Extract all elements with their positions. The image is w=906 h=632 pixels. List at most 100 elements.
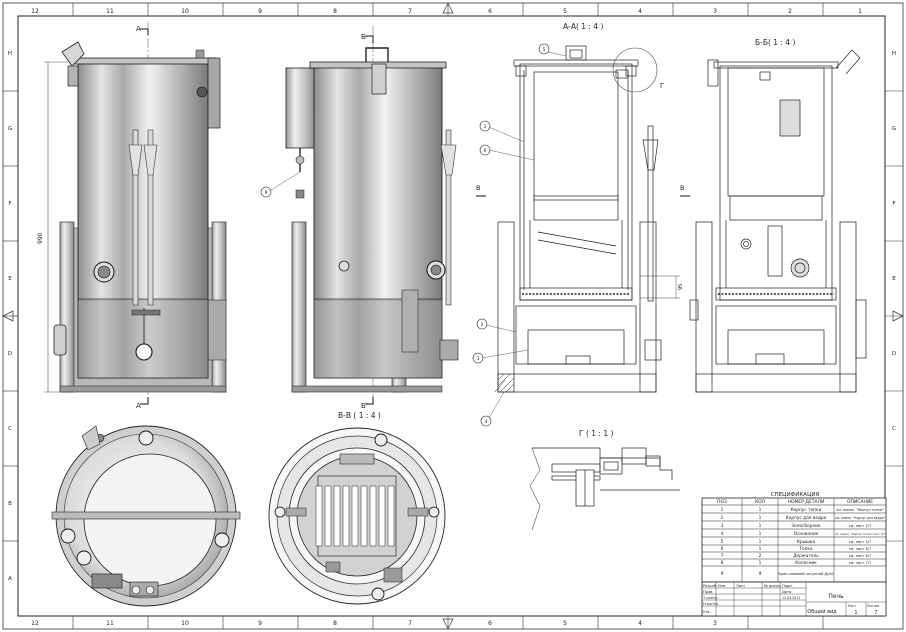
svg-text:8: 8	[333, 8, 337, 15]
tb-date: 11.03.2011	[782, 596, 800, 600]
svg-text:6: 6	[484, 148, 487, 154]
svg-text:1: 1	[484, 124, 487, 130]
svg-text:D: D	[8, 351, 12, 357]
svg-text:11: 11	[106, 620, 114, 627]
svg-text:12: 12	[31, 620, 39, 627]
svg-text:Крышка: Крышка	[797, 539, 816, 545]
center-mark-left	[2, 310, 14, 322]
svg-text:B: B	[8, 501, 12, 507]
svg-text:см. компл. "Корпус для ведра": см. компл. "Корпус для ведра"	[835, 516, 886, 520]
svg-text:D: D	[892, 351, 896, 357]
cut-label-a-bottom: А	[136, 402, 141, 410]
svg-text:10: 10	[181, 8, 189, 15]
svg-text:7: 7	[408, 620, 412, 627]
svg-text:В: В	[680, 184, 684, 192]
svg-text:5: 5	[543, 47, 546, 53]
svg-text:2: 2	[721, 515, 724, 521]
center-mark-top	[442, 2, 454, 14]
ruler-ticks	[3, 3, 903, 629]
svg-text:6: 6	[721, 546, 724, 552]
svg-text:Держатель: Держатель	[793, 553, 819, 559]
svg-text:Золосборник: Золосборник	[791, 523, 821, 529]
front-view: А А 990	[37, 22, 227, 410]
svg-text:4: 4	[485, 419, 488, 425]
tb-label-tcontrol: Т.контр.	[702, 596, 719, 600]
cut-label-b-top: Б	[361, 33, 366, 41]
svg-text:5: 5	[563, 620, 567, 627]
svg-text:2: 2	[759, 553, 762, 559]
tb-sheet-number: 1	[854, 610, 857, 616]
spec-title: СПЕЦИФИКАЦИЯ	[771, 492, 820, 498]
svg-text:1: 1	[858, 8, 862, 15]
title-block: Разраб. Пров. Т.контр. Н.контр. Утв. Изм…	[701, 581, 887, 617]
detail-g-view	[529, 447, 680, 531]
svg-text:1: 1	[759, 546, 762, 552]
spec-table: СПЕЦИФИКАЦИЯ ПОЗ КОЛ НОМЕР ДЕТАЛИ ОПИСАН…	[701, 492, 887, 583]
cut-label-b-bottom: Б	[361, 402, 366, 410]
svg-text:см. компл. "Корпус топки" лист: см. компл. "Корпус топки" лист 3/7	[835, 532, 885, 536]
tb-view-name: Общий вид	[807, 608, 837, 615]
svg-text:6: 6	[488, 8, 492, 15]
svg-text:7: 7	[721, 553, 724, 559]
title-detail-g: Г ( 1 : 1 )	[579, 429, 613, 438]
svg-text:1: 1	[759, 507, 762, 513]
svg-text:12: 12	[31, 8, 39, 15]
svg-text:1: 1	[721, 507, 724, 513]
svg-text:3: 3	[721, 523, 724, 529]
svg-text:см. лист 2/7: см. лист 2/7	[849, 524, 872, 528]
section-vv-view	[268, 427, 446, 605]
svg-text:3: 3	[713, 620, 717, 627]
svg-text:9: 9	[258, 620, 262, 627]
svg-text:Кран шаровый латунный Ду20: Кран шаровый латунный Ду20	[779, 572, 834, 576]
tb-label-checker: Пров.	[703, 590, 713, 594]
svg-text:1: 1	[759, 531, 762, 537]
tb-col-docnum: № докум.	[764, 584, 782, 588]
svg-text:G: G	[892, 126, 896, 132]
svg-text:Колосник: Колосник	[795, 560, 817, 566]
section-bb-view	[689, 49, 867, 393]
svg-text:4: 4	[638, 8, 642, 15]
svg-text:F: F	[892, 201, 895, 207]
tb-col-sign: Подп.	[782, 584, 793, 588]
svg-text:см. лист 7/7: см. лист 7/7	[849, 561, 872, 565]
svg-text:C: C	[8, 426, 12, 432]
svg-text:8: 8	[721, 560, 724, 566]
svg-text:H: H	[892, 51, 896, 57]
svg-text:1: 1	[759, 523, 762, 529]
title-section-bb: Б-Б( 1 : 4 )	[755, 38, 796, 47]
svg-text:6: 6	[488, 620, 492, 627]
spec-header-qty: КОЛ	[755, 499, 765, 505]
tb-col-change: Изм	[718, 584, 726, 588]
tb-label-ncontrol: Н.контр.	[703, 602, 719, 606]
ruler-labels-left: HG FE DC BA	[8, 51, 12, 582]
center-mark-right	[892, 310, 904, 322]
cut-label-a-top: А	[136, 25, 141, 33]
svg-text:1: 1	[759, 539, 762, 545]
svg-text:2: 2	[481, 322, 484, 328]
svg-text:см. компл. "Корпус топки": см. компл. "Корпус топки"	[836, 508, 884, 512]
callouts-section-aa: 1 6 2 3 4 5	[472, 43, 567, 427]
svg-text:11: 11	[106, 8, 114, 15]
top-view	[51, 425, 241, 607]
dim-small: 95	[678, 284, 684, 290]
svg-text:9: 9	[759, 571, 762, 577]
cut-marks-v-left: В	[476, 184, 486, 197]
spec-header-desc: ОПИСАНИЕ	[847, 499, 873, 505]
svg-text:9: 9	[258, 8, 262, 15]
svg-text:В: В	[476, 184, 480, 192]
svg-text:1: 1	[759, 560, 762, 566]
svg-text:G: G	[8, 126, 12, 132]
svg-text:10: 10	[181, 620, 189, 627]
center-mark-bottom	[442, 618, 454, 630]
svg-text:Топка: Топка	[798, 546, 813, 552]
